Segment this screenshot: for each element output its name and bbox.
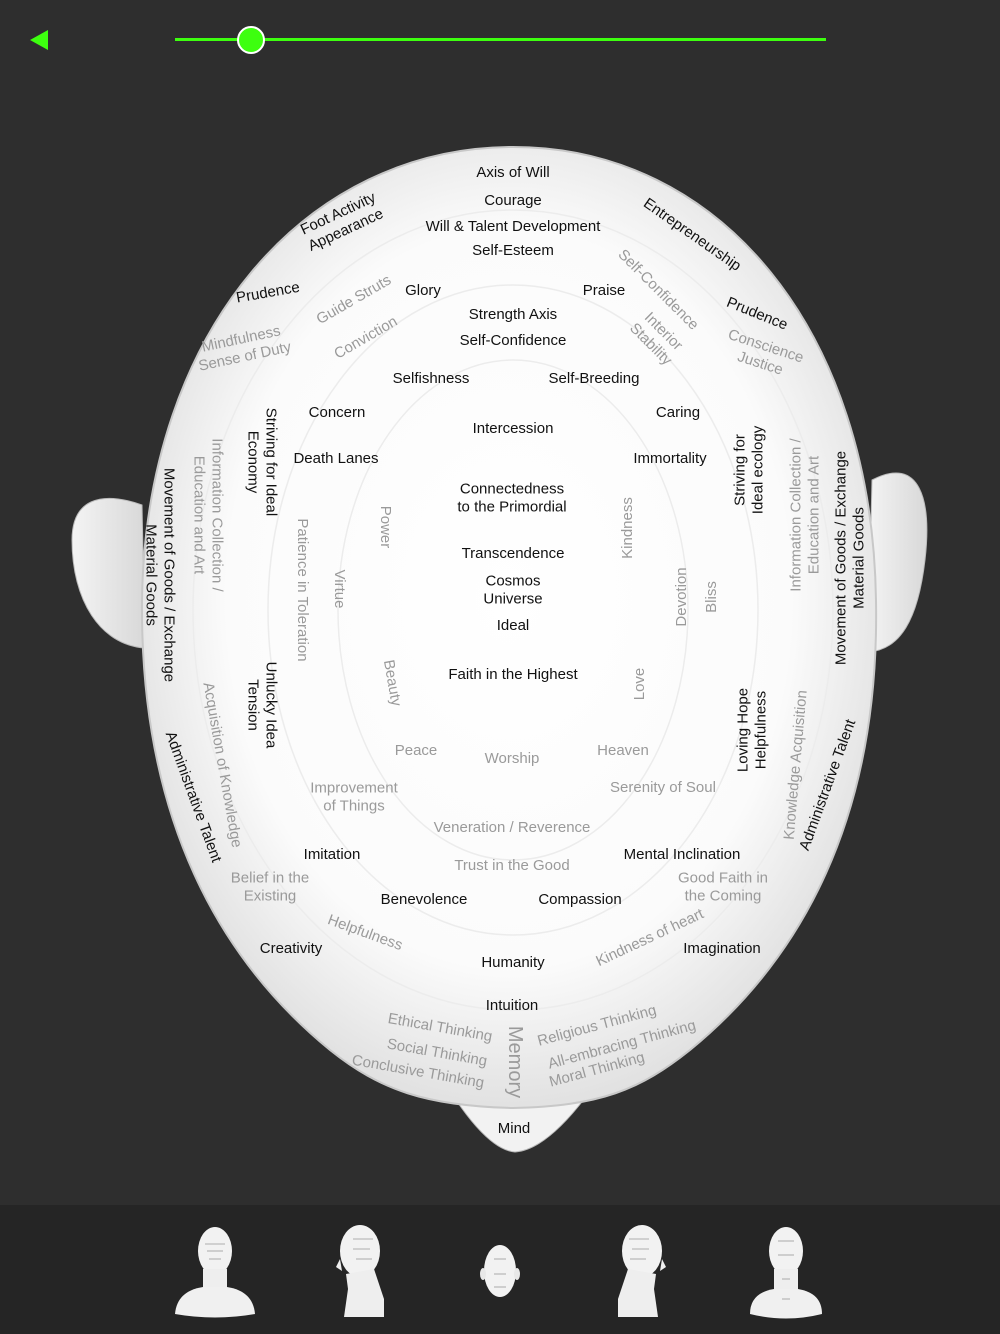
region-label[interactable]: Good Faith in the Coming [677,869,769,904]
region-label[interactable]: Courage [484,192,542,210]
region-label[interactable]: Concern [308,404,366,422]
region-label[interactable]: Movement of Goods / Exchange Material Go… [832,450,867,666]
chin [455,1097,587,1153]
region-label[interactable]: Benevolence [380,891,468,909]
head-front-icon [175,1227,255,1318]
region-label[interactable]: Virtue [330,569,348,609]
region-label[interactable]: Imagination [683,940,761,958]
region-label[interactable]: Humanity [481,954,545,972]
region-label[interactable]: Will & Talent Development [425,218,601,236]
region-label[interactable]: Faith in the Highest [448,666,578,684]
region-label[interactable]: Worship [484,750,540,768]
left-ear [71,497,146,649]
region-label[interactable]: Belief in the Existing [230,869,310,904]
region-label[interactable]: Improvement of Things [310,779,398,814]
head-back-icon [750,1227,822,1319]
view-thumbnail-back[interactable] [736,1219,836,1319]
region-label[interactable]: Creativity [259,940,323,958]
region-label[interactable]: Transcendence [461,545,565,563]
slider-track [175,38,826,41]
region-label[interactable]: Selfishness [392,370,470,388]
region-label[interactable]: Kindness [619,497,637,559]
region-label[interactable]: Praise [582,282,626,300]
head-outline [71,145,928,1153]
view-thumbnail-left-profile[interactable] [308,1219,408,1319]
region-label[interactable]: Axis of Will [476,164,550,182]
head-right-profile-icon [618,1225,666,1317]
region-label[interactable]: Mental Inclination [623,846,741,864]
region-label[interactable]: Peace [394,742,438,760]
region-label[interactable]: Trust in the Good [454,857,570,875]
region-label[interactable]: Memory [503,1025,526,1099]
head-left-profile-icon [336,1225,384,1317]
region-label[interactable]: Striving for Ideal ecology [731,425,766,515]
region-label[interactable]: Compassion [538,891,622,909]
region-label[interactable]: Immortality [633,450,707,468]
region-label[interactable]: Bliss [703,581,721,613]
region-label[interactable]: Patience in Toleration [293,518,311,662]
view-thumbnail-right-profile[interactable] [594,1219,694,1319]
region-label[interactable]: Love [631,667,649,701]
back-triangle-icon[interactable] [30,30,48,50]
region-label[interactable]: Self-Confidence [459,332,567,350]
region-label[interactable]: Heaven [597,742,649,760]
region-label[interactable]: Strength Axis [468,306,558,324]
region-label[interactable]: Information Collection / Education and A… [191,438,226,592]
region-label[interactable]: Mind [497,1120,531,1138]
region-label[interactable]: Imitation [303,846,361,864]
region-label[interactable]: Movement of Goods / Exchange Material Go… [143,467,178,683]
region-label[interactable]: Striving for Ideal Economy [245,407,280,517]
region-label[interactable]: Cosmos Universe [483,572,543,607]
region-label[interactable]: Unlucky Idea Tension [245,661,280,749]
slider-thumb[interactable] [236,26,265,54]
region-label[interactable]: Self-Esteem [472,242,554,260]
region-label[interactable]: Self-Breeding [548,370,640,388]
region-label[interactable]: Glory [405,282,441,300]
region-label[interactable]: Ideal [496,617,530,635]
region-label[interactable]: Death Lanes [293,450,379,468]
region-label[interactable]: Information Collection / Education and A… [787,438,822,592]
region-label[interactable]: Power [376,505,394,549]
view-thumbnail-front[interactable] [165,1219,265,1319]
region-label[interactable]: Loving Hope Helpfulness [734,687,769,773]
view-thumbnail-top[interactable] [450,1219,550,1319]
view-slider[interactable] [175,25,826,55]
right-ear [867,472,928,653]
region-label[interactable]: Caring [655,404,701,422]
region-label[interactable]: Veneration / Reverence [433,819,591,837]
region-label[interactable]: Intuition [485,997,539,1015]
region-label[interactable]: Devotion [673,567,691,627]
head-top-icon [480,1245,520,1297]
region-label[interactable]: Connectedness to the Primordial [457,480,567,515]
region-label[interactable]: Intercession [472,420,554,438]
region-label[interactable]: Serenity of Soul [610,779,716,797]
view-selector-bar [0,1205,1000,1334]
